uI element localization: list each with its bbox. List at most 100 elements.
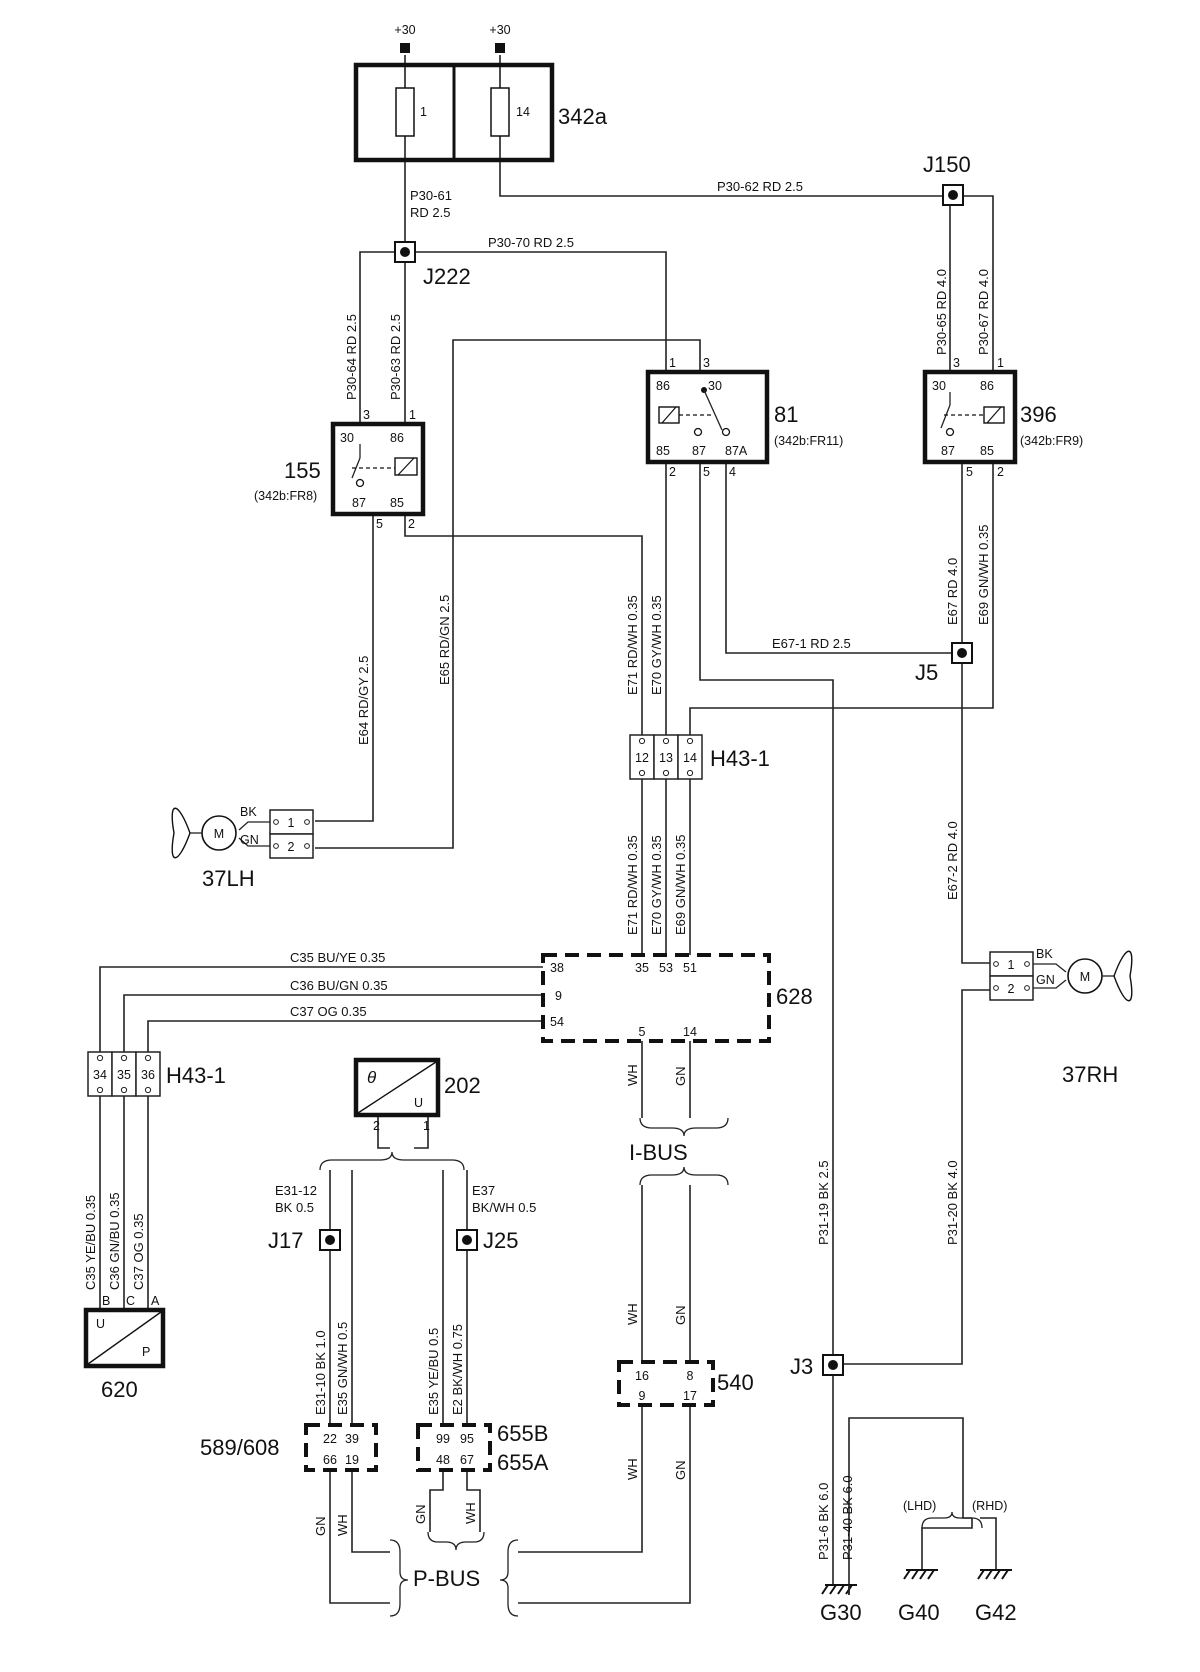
m655-pin48: 48	[436, 1453, 450, 1467]
fan-lh-label: 37LH	[202, 866, 255, 891]
relay-155-wire1: 1	[409, 408, 416, 422]
h43-left-pin35: 35	[117, 1068, 131, 1082]
wire-e69-bot: E69 GN/WH 0.35	[673, 835, 688, 935]
relay-155-pin86: 86	[390, 431, 404, 445]
wire-p31-40: P31-40 BK 6.0	[840, 1475, 855, 1560]
junction-j25: J25	[483, 1228, 518, 1253]
h43-top-pin12: 12	[635, 751, 649, 765]
wire-p30-70: P30-70 RD 2.5	[488, 235, 574, 250]
ibus-gn-upper: GN	[673, 1067, 688, 1087]
fan-rh-gn-label: GN	[1036, 973, 1055, 987]
sensor-202-theta: θ	[367, 1068, 377, 1087]
fan-rh-pin1: 1	[1008, 958, 1015, 972]
m620-pin-b: B	[102, 1294, 110, 1308]
wire-p30-61-spec: RD 2.5	[410, 205, 450, 220]
wire-e69-top: E69 GN/WH 0.35	[976, 525, 991, 625]
wire-p30-65: P30-65 RD 4.0	[934, 269, 949, 355]
wire-e67-1: E67-1 RD 2.5	[772, 636, 851, 651]
fan-37lh: 1 2 BK GN M 37LH	[171, 805, 314, 891]
module-589-608-label: 589/608	[200, 1435, 280, 1460]
relay-81-label: 81	[774, 402, 798, 427]
m628-pin35: 35	[635, 961, 649, 975]
relay-81-wire1: 1	[669, 356, 676, 370]
h43-top-pin14: 14	[683, 751, 697, 765]
wire-e67: E67 RD 4.0	[945, 558, 960, 625]
wire-p30-67: P30-67 RD 4.0	[976, 269, 991, 355]
m655-pin67: 67	[460, 1453, 474, 1467]
relay-396-label: 396	[1020, 402, 1057, 427]
pbus-wh-left: WH	[335, 1514, 350, 1536]
m628-pin51: 51	[683, 961, 697, 975]
module-655: 99 95 48 67 655B 655A	[416, 1421, 549, 1475]
h43-top-label: H43-1	[710, 746, 770, 771]
fan-lh-pin1: 1	[288, 816, 295, 830]
relay-396-wire5: 5	[966, 465, 973, 479]
m628-pin9: 9	[555, 989, 562, 1003]
fan-lh-blade-icon	[171, 807, 191, 859]
wire-p30-62: P30-62 RD 2.5	[717, 179, 803, 194]
ground-g42-label: G42	[975, 1600, 1017, 1625]
module-655b-label: 655B	[497, 1421, 548, 1446]
wire-e2: E2 BK/WH 0.75	[450, 1324, 465, 1415]
module-589-608: 22 39 66 19 589/608	[200, 1423, 378, 1472]
fan-rh-label: 37RH	[1062, 1062, 1118, 1087]
junction-j5: J5	[915, 660, 938, 685]
relay-81-wire5: 5	[703, 465, 710, 479]
relay-81-wire3: 3	[703, 356, 710, 370]
bus-brackets	[319, 1117, 983, 1617]
pbus-label: P-BUS	[413, 1566, 480, 1591]
fuse-left-label: +30	[394, 23, 415, 37]
relay-155-location: (342b:FR8)	[254, 489, 317, 503]
m628-pin5: 5	[639, 1025, 646, 1039]
module-655a-label: 655A	[497, 1450, 549, 1475]
relay-155-pin85: 85	[390, 496, 404, 510]
wire-c35: C35 BU/YE 0.35	[290, 950, 385, 965]
fan-lh-gn-label: GN	[240, 833, 259, 847]
ground-lhd-label: (LHD)	[903, 1499, 936, 1513]
fan-lh-bk-label: BK	[240, 805, 257, 819]
wire-c37: C37 OG 0.35	[290, 1004, 367, 1019]
sensor-202-label: 202	[444, 1073, 481, 1098]
fan-rh-pin2: 2	[1008, 982, 1015, 996]
h43-left-pin36: 36	[141, 1068, 155, 1082]
ibus-gn-middle: GN	[673, 1306, 688, 1326]
wire-e67-2: E67-2 RD 4.0	[945, 821, 960, 900]
fan-37rh: 1 2 BK GN M 37RH	[989, 947, 1133, 1087]
ibus-gn-lower: GN	[673, 1461, 688, 1481]
ibus-wh-upper: WH	[625, 1064, 640, 1086]
m628-pin14: 14	[683, 1025, 697, 1039]
wire-e31-12-spec: BK 0.5	[275, 1200, 314, 1215]
m589-pin22: 22	[323, 1432, 337, 1446]
sensor-202-pin1: 1	[423, 1119, 430, 1133]
relay-81-pin87: 87	[692, 444, 706, 458]
junction-j150: J150	[923, 152, 971, 177]
fuse-14-number: 14	[516, 105, 530, 119]
ground-g30-label: G30	[820, 1600, 862, 1625]
connector-h43-1-left: 34 35 36 H43-1	[87, 1051, 226, 1097]
m540-pin17: 17	[683, 1389, 697, 1403]
relay-81-location: (342b:FR11)	[774, 434, 843, 448]
sensor-202-pin2: 2	[373, 1119, 380, 1133]
m620-u: U	[96, 1317, 105, 1331]
h43-left-label: H43-1	[166, 1063, 226, 1088]
relay-81-wire2: 2	[669, 465, 676, 479]
wire-p31-19: P31-19 BK 2.5	[816, 1160, 831, 1245]
m620-p: P	[142, 1345, 150, 1359]
h43-top-pin13: 13	[659, 751, 673, 765]
pbus-gn-left: GN	[313, 1517, 328, 1537]
wire-e64: E64 RD/GY 2.5	[356, 656, 371, 745]
wire-p31-20: P31-20 BK 4.0	[945, 1160, 960, 1245]
ground-g40-icon	[903, 1569, 938, 1580]
relay-155-wire2: 2	[408, 517, 415, 531]
ground-rhd-label: (RHD)	[972, 1499, 1007, 1513]
wire-p30-61-id: P30-61	[410, 188, 452, 203]
module-620: U P B C A 620	[83, 1294, 166, 1402]
wire-p30-63: P30-63 RD 2.5	[388, 314, 403, 400]
m540-pin9: 9	[639, 1389, 646, 1403]
wire-network	[99, 55, 997, 1604]
m655-pin99: 99	[436, 1432, 450, 1446]
module-540: 16 8 9 17 540	[617, 1360, 754, 1407]
relay-81-pin30: 30	[708, 379, 722, 393]
junction-j3: J3	[790, 1354, 813, 1379]
